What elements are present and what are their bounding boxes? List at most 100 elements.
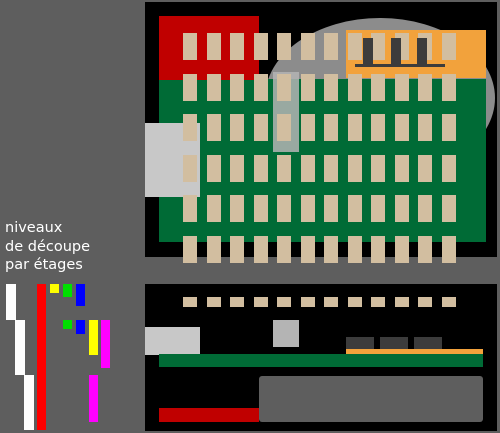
level-bar-white-2 — [15, 320, 25, 375]
side-pad — [441, 297, 456, 307]
level-bar-green-top — [63, 284, 72, 297]
level-bar-green-mid — [63, 320, 72, 329]
side-pad-row — [145, 284, 497, 314]
pad — [300, 33, 315, 60]
pad — [418, 154, 432, 182]
pad — [230, 33, 244, 60]
pad — [230, 195, 244, 222]
side-pad — [230, 297, 244, 307]
side-chip-2 — [380, 337, 408, 350]
level-bar-white-1 — [6, 284, 16, 320]
pad — [300, 114, 315, 141]
side-small-component — [273, 320, 299, 347]
pad — [230, 73, 244, 101]
level-bar-white-3 — [24, 375, 34, 430]
pad — [441, 114, 456, 141]
pad — [441, 73, 456, 101]
pad — [183, 235, 197, 263]
caption-line-1: niveaux — [5, 220, 63, 236]
level-bar-blue-top — [76, 284, 85, 306]
pad — [441, 195, 456, 222]
pad — [394, 195, 409, 222]
side-pad — [253, 297, 268, 307]
pad — [253, 33, 268, 60]
side-chip-1 — [346, 337, 374, 350]
side-view-panel — [145, 284, 497, 431]
pad — [183, 195, 197, 222]
pad — [324, 154, 338, 182]
pad — [418, 195, 432, 222]
pad — [347, 114, 362, 141]
pad — [183, 114, 197, 141]
caption-line-2: de découpe — [5, 238, 91, 255]
pad — [441, 33, 456, 60]
pad — [206, 195, 221, 222]
side-pad — [183, 297, 197, 307]
pad — [418, 235, 432, 263]
pad — [324, 235, 338, 263]
pad — [418, 73, 432, 101]
pad — [253, 114, 268, 141]
side-red-strip — [159, 408, 259, 422]
pad — [230, 114, 244, 141]
pad — [300, 154, 315, 182]
top-view-panel — [145, 2, 497, 263]
level-bar-red — [37, 284, 46, 430]
top-pad-grid — [145, 2, 497, 263]
pad — [371, 33, 385, 60]
caption-line-3: par étages — [5, 257, 83, 273]
side-chip-3 — [414, 337, 442, 350]
pad — [206, 235, 221, 263]
pad — [277, 195, 291, 222]
pad — [347, 235, 362, 263]
side-pad — [324, 297, 338, 307]
level-bar-magenta-mid — [101, 320, 110, 368]
pad — [183, 33, 197, 60]
pad — [324, 114, 338, 141]
top-chip-bar — [355, 64, 445, 67]
level-bar-yellow-top — [50, 284, 59, 293]
pad — [206, 114, 221, 141]
pad — [230, 154, 244, 182]
pad — [371, 195, 385, 222]
pad — [394, 114, 409, 141]
pad — [371, 154, 385, 182]
pad — [441, 235, 456, 263]
pad — [253, 235, 268, 263]
pad — [324, 73, 338, 101]
pad — [277, 73, 291, 101]
pad — [277, 114, 291, 141]
top-chip-1 — [363, 38, 373, 66]
pad — [347, 154, 362, 182]
pad — [394, 235, 409, 263]
side-orange-strip — [346, 349, 483, 354]
pad — [206, 73, 221, 101]
side-pad — [394, 297, 409, 307]
level-bar-blue-mid — [76, 320, 85, 334]
pad — [371, 114, 385, 141]
pad — [206, 154, 221, 182]
pad — [441, 154, 456, 182]
pad — [253, 154, 268, 182]
top-chip-3 — [417, 38, 427, 66]
pad — [371, 235, 385, 263]
pad — [394, 154, 409, 182]
side-connector — [145, 327, 200, 355]
side-pad — [206, 297, 221, 307]
pad — [277, 154, 291, 182]
pad — [300, 195, 315, 222]
side-pad — [418, 297, 432, 307]
pad — [300, 73, 315, 101]
pad — [347, 73, 362, 101]
pad — [253, 195, 268, 222]
pad — [418, 114, 432, 141]
pad — [253, 73, 268, 101]
pad — [347, 33, 362, 60]
pad — [324, 33, 338, 60]
side-pad — [347, 297, 362, 307]
level-bar-magenta-bottom — [89, 375, 98, 422]
pad — [183, 73, 197, 101]
cut-levels-caption: niveaux de découpe par étages — [5, 219, 90, 275]
pad — [206, 33, 221, 60]
pad — [277, 33, 291, 60]
